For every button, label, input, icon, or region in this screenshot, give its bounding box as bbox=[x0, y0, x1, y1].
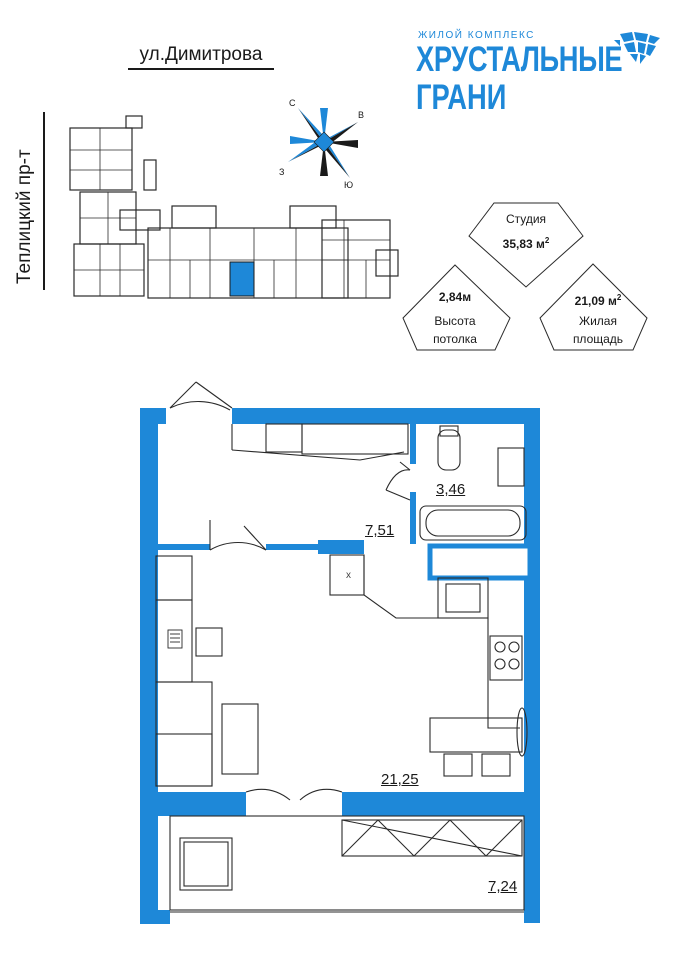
street-name-top: ул.Димитрова bbox=[139, 44, 263, 65]
compass-east-label: В bbox=[358, 110, 365, 120]
living-pentagon bbox=[539, 263, 648, 351]
wall-left bbox=[140, 408, 158, 923]
room-area-balcony: 7,24 bbox=[488, 878, 518, 895]
living-area-label-1: Жилая bbox=[579, 314, 617, 328]
highlighted-apartment bbox=[229, 261, 255, 297]
compass-west-label: З bbox=[279, 167, 285, 177]
crystal-logo-icon bbox=[614, 32, 660, 64]
logo-title-line1: ХРУСТАЛЬНЫЕ bbox=[416, 40, 623, 79]
wall-inner-column bbox=[318, 540, 364, 554]
ceiling-height-label-1: Высота bbox=[434, 314, 476, 328]
logo-subtitle: ЖИЛОЙ КОМПЛЕКС bbox=[418, 30, 535, 41]
area-pentagon bbox=[468, 202, 584, 288]
room-area-hall: 7,51 bbox=[365, 522, 395, 539]
total-area: 35,83 м2 bbox=[502, 236, 550, 251]
wall-balcony-left bbox=[140, 792, 246, 816]
ceiling-pentagon bbox=[402, 264, 511, 351]
wall-top bbox=[232, 408, 540, 424]
svg-text:x: x bbox=[346, 570, 351, 581]
logo-title-line2: ГРАНИ bbox=[416, 78, 507, 117]
room-area-main: 21,25 bbox=[381, 771, 419, 788]
wall-balcony-right bbox=[342, 792, 540, 816]
compass-rose-icon bbox=[288, 108, 358, 178]
wall-right bbox=[524, 408, 540, 805]
room-area-bathroom: 3,46 bbox=[436, 481, 466, 498]
building-site-plan bbox=[69, 115, 399, 299]
info-shapes bbox=[402, 202, 648, 351]
street-underline bbox=[128, 68, 274, 70]
compass-south-label: Ю bbox=[344, 180, 354, 190]
apartment-type: Студия bbox=[505, 212, 547, 226]
living-area-label-2: площадь bbox=[572, 332, 624, 346]
street-side-line bbox=[43, 112, 45, 290]
ceiling-height-label-2: потолка bbox=[433, 332, 477, 346]
compass-north-label: С bbox=[289, 98, 296, 108]
street-name-side: Теплицкий пр-т bbox=[14, 149, 35, 284]
ceiling-height-value: 2,84м bbox=[438, 290, 472, 304]
apartment-floor-plan: x bbox=[140, 381, 540, 924]
living-area-value: 21,09 м2 bbox=[574, 293, 622, 308]
